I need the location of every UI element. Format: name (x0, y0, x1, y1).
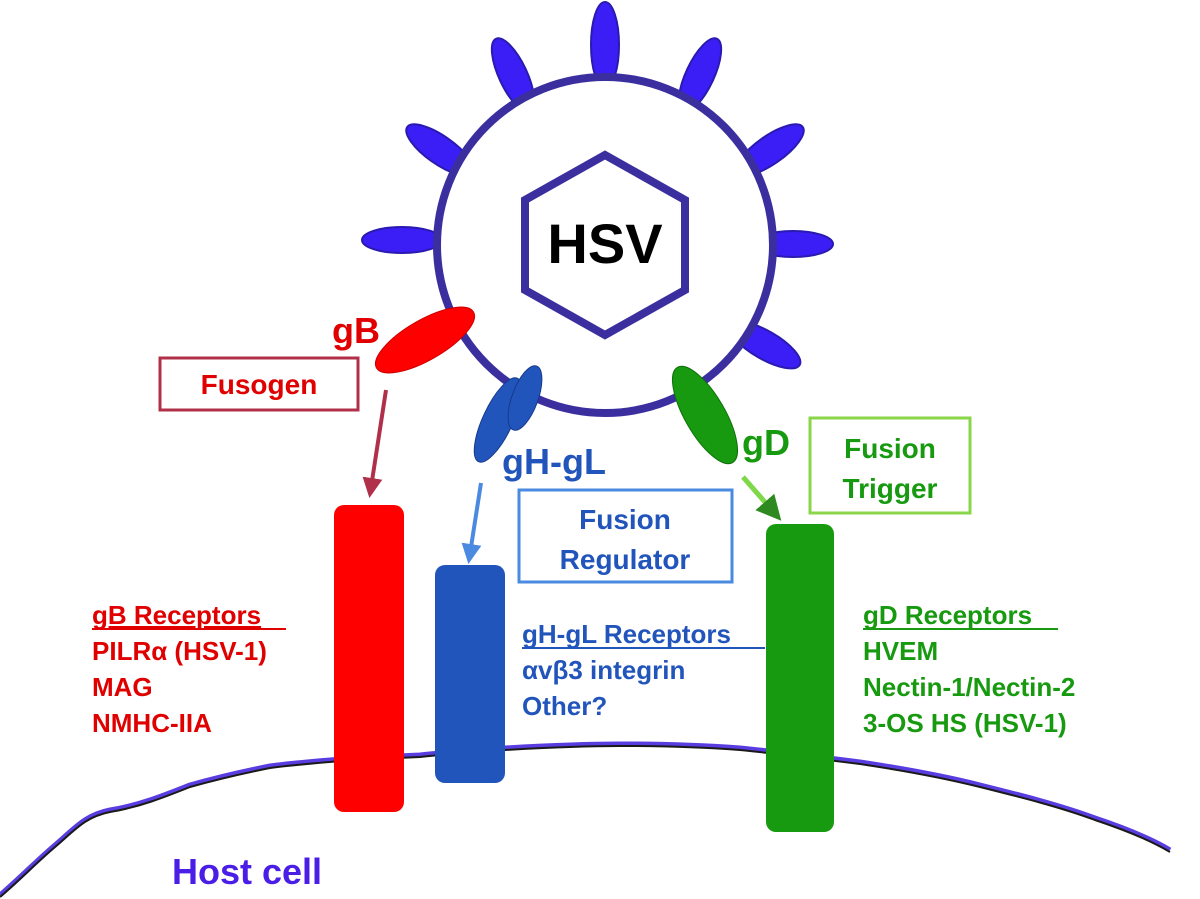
fusion-regulator-box: Fusion Regulator (517, 488, 734, 584)
host-cell-membrane-shadow (0, 744, 1171, 898)
gHgL-receptor-bar (435, 565, 505, 783)
gHgL-receptor-item: αvβ3 integrin (522, 655, 685, 685)
gD-receptors-list: gD Receptors HVEM Nectin-1/Nectin-2 3-OS… (863, 600, 1075, 738)
gB-receptor-item: NMHC-IIA (92, 708, 212, 738)
gB-receptor-bar (334, 505, 404, 812)
gHgL-label: gH-gL (502, 441, 606, 482)
gD-receptors-heading: gD Receptors (863, 600, 1032, 630)
gB-receptor-item: PILRα (HSV-1) (92, 636, 267, 666)
spike-icon (361, 226, 443, 254)
gL-glycoprotein-icon (507, 365, 543, 431)
virus-label: HSV (547, 212, 662, 275)
gD-receptor-item: HVEM (863, 636, 938, 666)
fusion-trigger-line1: Fusion (844, 433, 936, 464)
gD-arrow (741, 475, 782, 521)
fusogen-box: Fusogen (158, 356, 360, 412)
host-cell-membrane (0, 741, 1172, 897)
gB-label: gB (332, 310, 380, 351)
gHgL-receptor-item: Other? (522, 691, 607, 721)
gHgL-receptors-list: gH-gL Receptors αvβ3 integrin Other? (522, 619, 731, 721)
gD-label: gD (742, 422, 790, 463)
gHgL-receptors-heading: gH-gL Receptors (522, 619, 731, 649)
fusion-trigger-box: Fusion Trigger (808, 416, 972, 515)
gD-receptor-item: 3-OS HS (HSV-1) (863, 708, 1067, 738)
gB-receptor-item: MAG (92, 672, 153, 702)
host-cell-label: Host cell (172, 851, 322, 892)
gD-glycoprotein-icon (672, 365, 738, 465)
capsid-hexagon (521, 150, 689, 340)
gD-receptor-bar (766, 524, 834, 832)
fusion-regulator-line1: Fusion (579, 504, 671, 535)
fusogen-text: Fusogen (201, 369, 318, 400)
fusion-trigger-line2: Trigger (843, 473, 938, 504)
gB-receptors-heading: gB Receptors (92, 600, 261, 630)
gD-receptor-item: Nectin-1/Nectin-2 (863, 672, 1075, 702)
gB-receptors-list: gB Receptors PILRα (HSV-1) MAG NMHC-IIA (92, 600, 267, 738)
gB-arrow (362, 389, 388, 498)
gB-glycoprotein-icon (374, 306, 476, 374)
fusion-regulator-line2: Regulator (560, 544, 691, 575)
gHgL-arrow (461, 482, 483, 564)
